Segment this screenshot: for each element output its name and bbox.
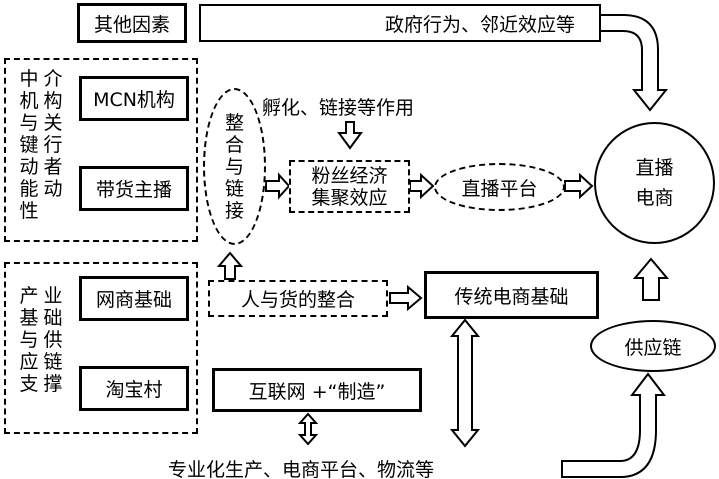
- mcn-label: MCN机构: [93, 89, 175, 111]
- incubation-label: 孵化、链接等作用: [262, 97, 415, 119]
- intermediary-label-col2: 介构关行者动: [43, 68, 63, 200]
- host-label: 带货主播: [95, 179, 172, 201]
- gov-behavior-label: 政府行为、邻近效应等: [384, 13, 575, 36]
- people-goods-label: 人与货的整合: [240, 289, 355, 311]
- host-box: 带货主播: [79, 166, 189, 211]
- industry-label-col1: 产基与应支: [19, 285, 39, 395]
- live-ecommerce-circle: 直播电商: [594, 122, 715, 244]
- traditional-bottom-double-arrow: [449, 318, 481, 448]
- other-factors-box: 其他因素: [77, 3, 187, 43]
- internet-manufacturing-label: 互联网 +“制造”: [248, 380, 386, 403]
- supply-chain-label: 供应链: [624, 336, 682, 359]
- fan-economy-label: 粉丝经济集聚效应: [311, 164, 388, 209]
- supply-to-live-arrow: [632, 257, 670, 301]
- internet-manufacturing-box: 互联网 +“制造”: [212, 368, 422, 412]
- live-platform-ellipse: 直播平台: [434, 163, 565, 211]
- platform-to-live-arrow: [564, 172, 594, 200]
- gov-to-live-ecommerce-arrow: [599, 14, 669, 112]
- mcn-box: MCN机构: [79, 76, 189, 121]
- integration-ellipse: 整合与链接: [203, 88, 266, 245]
- live-platform-label: 直播平台: [461, 177, 538, 200]
- integration-to-fan-arrow: [265, 172, 291, 200]
- online-base-label: 网商基础: [95, 289, 172, 311]
- intermediary-group: [4, 58, 198, 242]
- supply-chain-ellipse: 供应链: [590, 320, 716, 372]
- internet-bottom-double-arrow: [297, 412, 319, 446]
- fan-to-platform-arrow: [409, 172, 435, 200]
- live-ecommerce-label: 直播电商: [635, 157, 674, 209]
- integration-label: 整合与链接: [224, 111, 244, 222]
- incubation-down-arrow: [337, 121, 363, 150]
- bottom-label: 专业化生产、电商平台、物流等: [168, 459, 435, 479]
- bottom-to-supply-arrow: [561, 372, 667, 478]
- intermediary-label-col1: 中机与键动能性: [19, 68, 39, 222]
- people-goods-up-arrow: [216, 251, 244, 280]
- fan-economy-box: 粉丝经济集聚效应: [289, 160, 410, 213]
- online-base-box: 网商基础: [79, 276, 189, 321]
- industry-label-col2: 业础供链撑: [43, 285, 63, 395]
- other-factors-label: 其他因素: [93, 13, 170, 36]
- traditional-base-box: 传统电商基础: [424, 271, 599, 319]
- gov-behavior-box: 政府行为、邻近效应等: [199, 4, 601, 42]
- people-goods-box: 人与货的整合: [208, 280, 388, 317]
- industry-group: [4, 262, 198, 434]
- people-to-traditional-arrow: [389, 284, 423, 312]
- traditional-base-label: 传统电商基础: [454, 285, 569, 308]
- taobao-village-label: 淘宝村: [105, 379, 163, 401]
- taobao-village-box: 淘宝村: [79, 366, 189, 411]
